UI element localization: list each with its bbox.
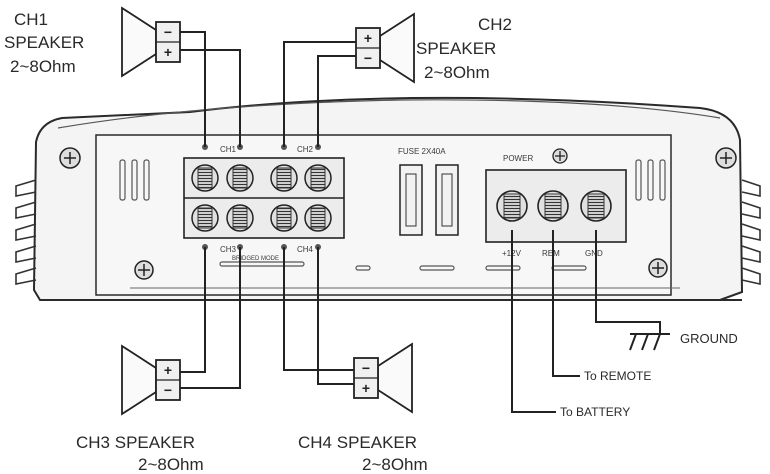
power-terminals <box>496 190 612 222</box>
power-terminal-screw <box>496 190 528 222</box>
polarity-mark: − <box>362 360 370 376</box>
screw-bottom-left <box>134 260 154 280</box>
ch4-speaker-icon: −+ <box>353 342 413 414</box>
remote-label: To REMOTE <box>584 369 651 383</box>
ch3-name: CH3 SPEAKER <box>76 433 195 452</box>
battery-label: To BATTERY <box>560 405 630 419</box>
screw-bottom-right <box>648 258 668 278</box>
ch1-speaker-icon: −+ <box>121 6 181 78</box>
speaker-terminals <box>191 144 332 250</box>
ch1-name: CH1 <box>14 10 48 29</box>
polarity-mark: − <box>164 24 172 40</box>
ch2-name: CH2 <box>478 15 512 34</box>
heatsink-right <box>741 179 761 285</box>
ground-symbol-icon <box>629 333 670 351</box>
power-screw-icon <box>552 148 568 164</box>
fuse-label: FUSE 2X40A <box>398 147 446 156</box>
rem-label: REM <box>542 249 560 258</box>
speaker-terminal-screw <box>270 164 298 192</box>
ground-label: GROUND <box>680 331 738 346</box>
polarity-mark: + <box>364 30 372 46</box>
ch2-tag: CH2 <box>297 145 314 154</box>
polarity-mark: + <box>164 44 172 60</box>
speaker-terminal-screw <box>191 164 219 192</box>
speaker-terminal-screw <box>226 204 254 232</box>
ch4-impedance: 2~8Ohm <box>362 455 428 474</box>
polarity-mark: + <box>362 380 370 396</box>
ch2-impedance: 2~8Ohm <box>424 63 490 82</box>
ch4-tag: CH4 <box>297 245 314 254</box>
fuse-holders <box>399 164 459 236</box>
power-terminal-screw <box>580 190 612 222</box>
ch1-tag: CH1 <box>220 145 237 154</box>
speaker-terminal-screw <box>270 204 298 232</box>
ch2-speaker-icon: +− <box>355 12 415 84</box>
screw-top-left <box>59 147 81 169</box>
power-label: POWER <box>503 154 533 163</box>
speaker-terminal-screw <box>191 204 219 232</box>
polarity-mark: + <box>164 362 172 378</box>
heatsink-left <box>15 179 37 285</box>
ch2-speaker-word: SPEAKER <box>416 39 496 58</box>
polarity-mark: − <box>364 50 372 66</box>
power-terminal-screw <box>537 190 569 222</box>
speaker-terminal-screw <box>226 164 254 192</box>
speaker-wires <box>180 31 357 389</box>
ch3-tag: CH3 <box>220 245 237 254</box>
polarity-mark: − <box>164 382 172 398</box>
vent-slots <box>119 159 666 271</box>
ch3-speaker-icon: +− <box>121 344 181 416</box>
power-wires <box>511 230 661 413</box>
ch4-name: CH4 SPEAKER <box>298 433 417 452</box>
speaker-terminal-screw <box>304 164 332 192</box>
speaker-terminal-screw <box>304 204 332 232</box>
ch1-impedance: 2~8Ohm <box>10 57 76 76</box>
bridged-mode-label: BRIDGED MODE <box>232 256 279 262</box>
ch3-impedance: 2~8Ohm <box>138 455 204 474</box>
ch1-speaker-word: SPEAKER <box>4 33 84 52</box>
gnd-label: GND <box>585 249 603 258</box>
screw-top-right <box>715 147 737 169</box>
